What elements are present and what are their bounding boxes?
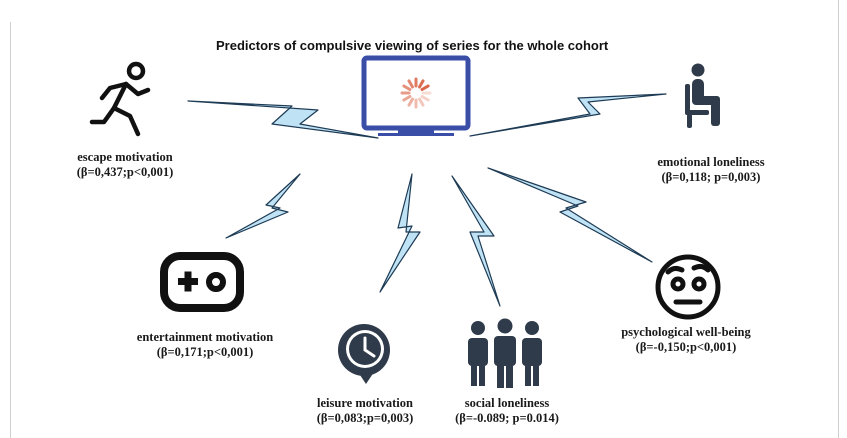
predictor-stat: (β=0,437;p<0,001) — [76, 165, 174, 179]
running-person-icon — [89, 61, 151, 137]
spinner-tick — [418, 97, 425, 107]
predictor-label: leisure motivation — [317, 396, 413, 410]
caption-psychological: psychological well-being (β=-0,150;p<0,0… — [596, 325, 776, 355]
spinner-tick — [418, 79, 425, 89]
predictor-stat: (β=-0.089; p=0.014) — [455, 411, 559, 425]
predictor-stat: (β=0,083;p=0,003) — [316, 411, 414, 425]
seated-person-icon — [685, 63, 720, 128]
predictor-label: psychological well-being — [621, 325, 751, 339]
left-border — [10, 22, 11, 438]
caption-escape: escape motivation (β=0,437;p<0,001) — [40, 150, 210, 180]
predictor-stat: (β=0,171;p<0,001) — [156, 345, 254, 359]
spinner-tick — [402, 95, 412, 102]
bolt-social — [451, 175, 501, 307]
spinner-tick — [420, 95, 430, 102]
spinner-tick — [420, 84, 430, 91]
bolt-entertainment — [225, 173, 301, 239]
predictor-label: social loneliness — [464, 396, 550, 410]
worried-face-icon — [655, 254, 721, 320]
bolt-psychological — [487, 167, 653, 263]
caption-leisure: leisure motivation (β=0,083;p=0,003) — [290, 396, 440, 426]
spinner-tick — [402, 84, 412, 91]
caption-social: social loneliness (β=-0.089; p=0.014) — [432, 396, 582, 426]
right-border — [838, 0, 839, 438]
predictor-label: emotional loneliness — [657, 155, 765, 169]
bolt-leisure — [379, 173, 421, 293]
people-group-icon — [468, 318, 542, 388]
bolt-emotional — [469, 93, 667, 137]
spinner-tick — [407, 79, 414, 89]
predictor-stat: (β=-0,150;p<0,001) — [635, 340, 737, 354]
clock-icon — [338, 324, 390, 384]
bolt-escape — [187, 100, 379, 139]
gamepad-icon — [160, 252, 244, 312]
monitor-icon — [361, 55, 471, 136]
diagram-title: Predictors of compulsive viewing of seri… — [216, 38, 609, 53]
caption-emotional: emotional loneliness (β=0,118; p=0,003) — [626, 155, 796, 185]
predictor-label: entertainment motivation — [136, 330, 274, 344]
spinner-tick — [407, 97, 414, 107]
predictor-stat: (β=0,118; p=0,003) — [661, 170, 761, 184]
predictor-label: escape motivation — [77, 150, 173, 164]
caption-entertainment: entertainment motivation (β=0,171;p<0,00… — [110, 330, 300, 360]
